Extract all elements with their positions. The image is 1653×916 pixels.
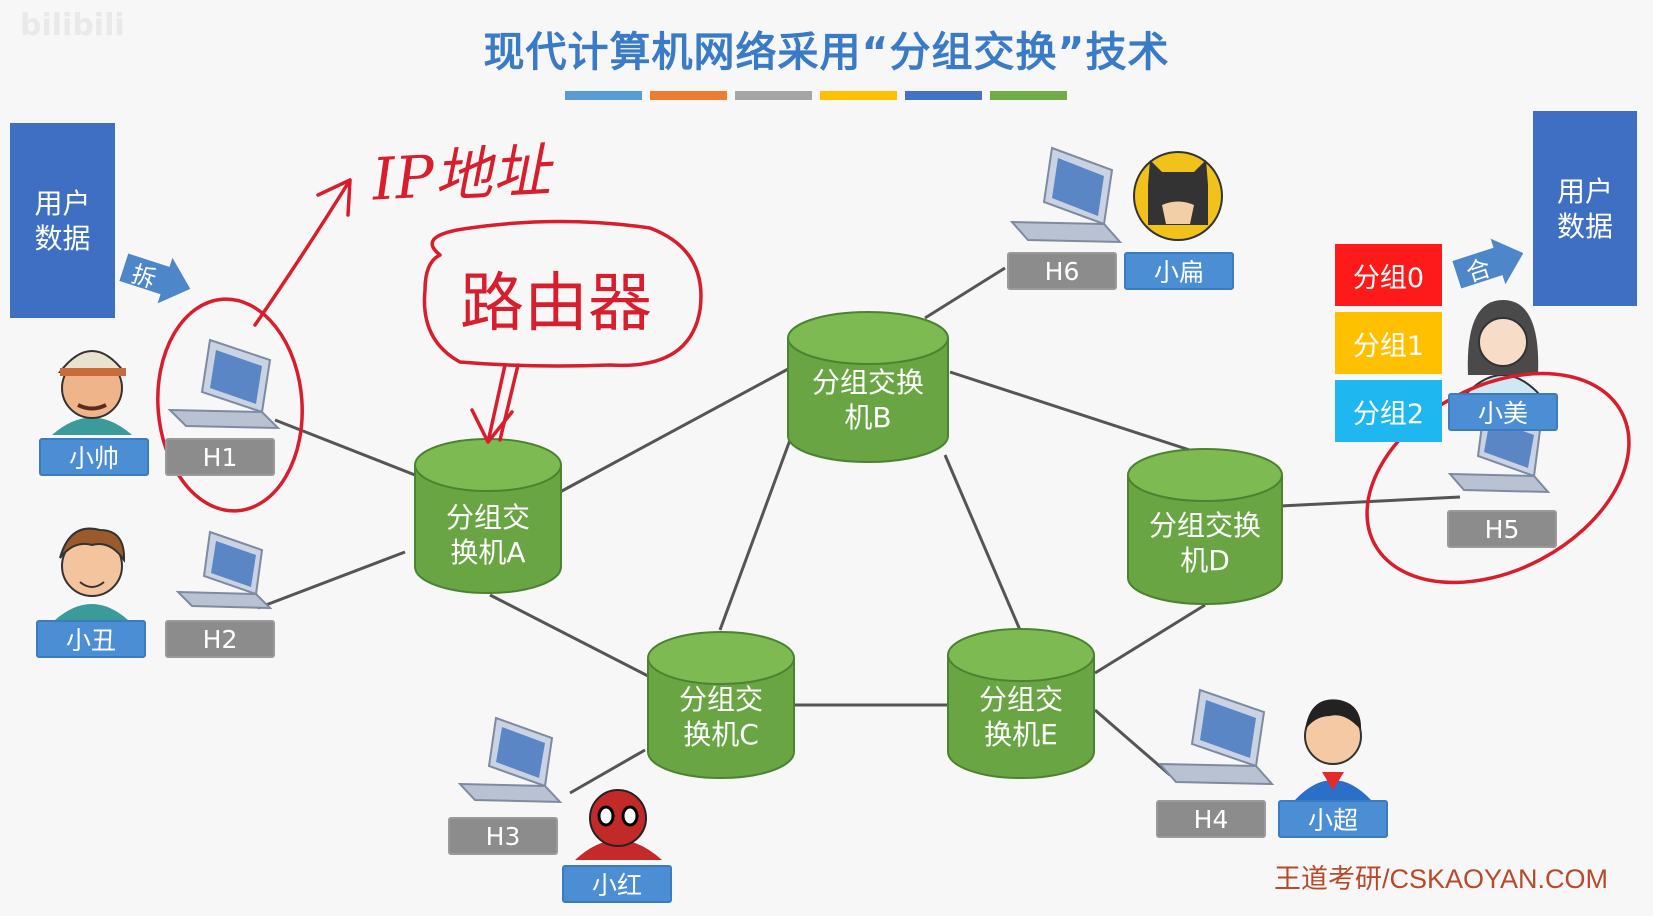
user-data-left: 用户 数据 (10, 123, 115, 318)
person-label-xiaomei: 小美 (1448, 393, 1558, 431)
switch-c (647, 631, 795, 779)
link-b-e (943, 454, 1022, 631)
laptop-icon (1009, 146, 1123, 244)
switch-d (1127, 448, 1283, 605)
annotation-router: 路由器 (460, 267, 652, 341)
footer-brand: 王道考研/CSKAOYAN.COM (1273, 864, 1608, 894)
link-d-h5 (1279, 495, 1461, 508)
host-label-h5: H5 (1447, 510, 1557, 548)
arrow-to-switch-a (470, 363, 520, 444)
switch-b-label: 分组交换 机B (811, 366, 924, 434)
laptop-icon (175, 530, 273, 610)
annotation-ip-address: IP地址 (370, 136, 552, 214)
laptop-icon (457, 716, 563, 804)
title-color-bars (565, 91, 1067, 100)
switch-a (414, 438, 562, 594)
person-label-xiaoshuai: 小帅 (39, 438, 149, 476)
host-label-h6: H6 (1007, 252, 1117, 290)
avatar-xiaomei (1462, 300, 1543, 396)
avatar-xiaohong (575, 789, 662, 860)
link-c-h3 (569, 748, 646, 795)
person-label-xiaobian: 小扁 (1124, 252, 1234, 290)
color-bar (735, 91, 812, 100)
host-label-h1: H1 (165, 438, 275, 476)
color-bar (905, 91, 982, 100)
person-label-xiaochou: 小丑 (36, 620, 146, 658)
laptop-icon (1157, 688, 1275, 786)
host-label-h4: H4 (1156, 800, 1266, 838)
link-b-c (718, 439, 792, 631)
switch-e (947, 628, 1095, 779)
laptop-icon (167, 338, 281, 430)
packet-label: 分组1 (1352, 330, 1425, 362)
link-b-d (949, 370, 1206, 457)
color-bar (820, 91, 897, 100)
link-b-h6 (924, 266, 1006, 320)
router-bubble (422, 219, 703, 368)
switch-d-label: 分组交换 机D (1148, 509, 1261, 577)
switch-a-label: 分组交 换机A (445, 501, 530, 569)
link-e-h4 (1094, 708, 1171, 777)
host-label-h3: H3 (448, 817, 558, 855)
link-h2-a (257, 550, 406, 610)
avatar-xiaochao (1295, 699, 1371, 800)
color-bar (990, 91, 1067, 100)
switch-e-label: 分组交 换机E (978, 683, 1063, 751)
watermark: bilibili (20, 8, 125, 43)
avatar-xiaochou (55, 527, 128, 620)
color-bar (565, 91, 642, 100)
host-label-h2: H2 (165, 620, 275, 658)
switch-b (787, 311, 949, 463)
slide-title: 现代计算机网络采用“分组交换”技术 (483, 28, 1170, 76)
packet-label: 分组0 (1352, 262, 1425, 294)
person-label-xiaohong: 小红 (562, 865, 672, 903)
link-e-d (1094, 603, 1206, 675)
packet-2: 分组2 (1335, 380, 1442, 442)
packet-label: 分组2 (1352, 398, 1425, 430)
avatar-xiaobian (1133, 151, 1223, 241)
circle-h1 (156, 297, 304, 513)
link-a-b (559, 366, 791, 494)
avatar-xiaoshuai (52, 350, 132, 435)
color-bar (650, 91, 727, 100)
person-label-xiaochao: 小超 (1278, 800, 1388, 838)
packet-0: 分组0 (1335, 244, 1442, 306)
switch-c-label: 分组交 换机C (678, 683, 763, 751)
user-data-right: 用户 数据 (1533, 111, 1637, 306)
links (257, 266, 1461, 795)
packet-1: 分组1 (1335, 312, 1442, 374)
arrow-to-ip (253, 178, 352, 327)
link-h1-a (274, 418, 416, 477)
link-a-c (489, 593, 649, 678)
